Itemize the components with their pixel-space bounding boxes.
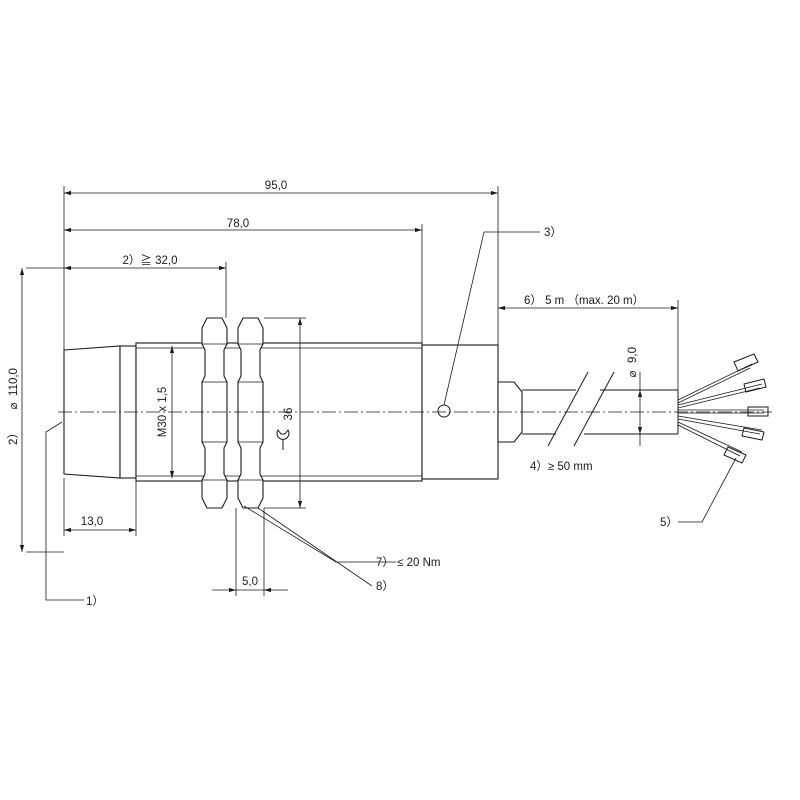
wrench-icon xyxy=(276,429,290,450)
dimension-lines xyxy=(19,190,678,593)
dim-thread: M30 x 1,5 xyxy=(157,387,169,438)
diameter-symbol-main: ⌀ xyxy=(8,402,20,409)
callout-7: 7） ≤ 20 Nm xyxy=(376,556,440,569)
dim-total-length: 95,0 xyxy=(265,180,287,192)
dim-cable-diameter: 9,0 xyxy=(627,347,639,363)
dim-diameter-value: 110,0 xyxy=(8,368,20,396)
callout-8: 8） xyxy=(376,580,394,593)
dim-sensing-face: 13,0 xyxy=(81,516,103,528)
dim-cable-length: 6） 5 m （max. 20 m） xyxy=(524,294,644,307)
nut-right xyxy=(237,317,264,509)
diameter-symbol-cable: ⌀ xyxy=(627,370,639,377)
callout-5: 5） xyxy=(660,516,678,529)
cable xyxy=(522,371,679,447)
dim-bend-radius: 4）≥ 50 mm xyxy=(530,460,593,473)
cable-wires xyxy=(677,353,769,464)
leader-lines xyxy=(45,231,737,601)
nut-left xyxy=(201,317,228,509)
dim-nut-size: 36 xyxy=(283,408,295,421)
dim-nut-width: 5,0 xyxy=(242,576,258,588)
dim-thread-length: 2）≧ 32,0 xyxy=(123,253,178,267)
callout-3: 3） xyxy=(544,226,562,239)
callout-1: 1） xyxy=(86,595,104,608)
dim-body-length: 78,0 xyxy=(227,218,249,230)
dim-diameter-prefix: 2） xyxy=(7,427,20,445)
